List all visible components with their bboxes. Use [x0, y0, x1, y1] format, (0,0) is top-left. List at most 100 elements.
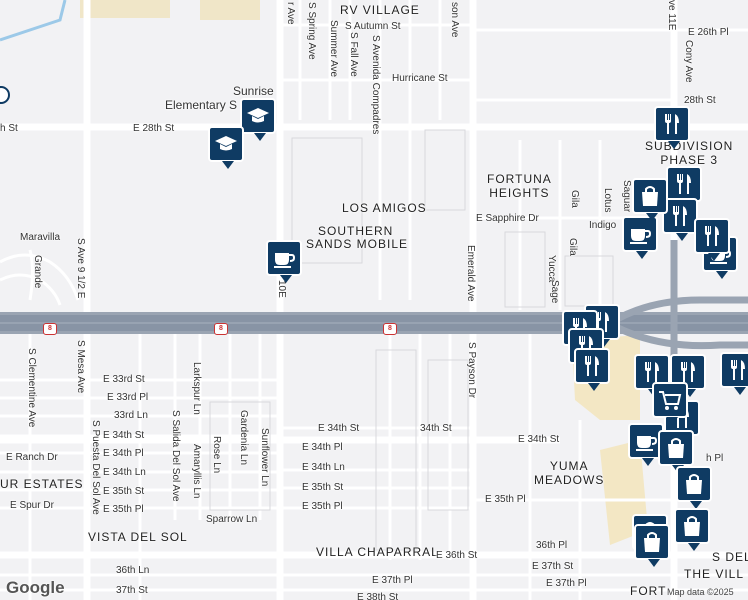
fork-knife-icon [665, 114, 679, 134]
google-logo[interactable]: Google [6, 578, 65, 597]
street-label: Grande [32, 255, 43, 289]
shopping-pin[interactable] [658, 430, 694, 473]
shopping-pin[interactable] [674, 508, 710, 551]
shopping-pin[interactable] [632, 178, 668, 221]
street-label: E 37th Pl [372, 575, 413, 586]
area-label: SANDS MOBILE [306, 237, 409, 251]
restaurant-pin[interactable] [654, 106, 690, 149]
street-label: E 26th Pl [688, 27, 729, 38]
street-label: Amaryllis Ln [191, 444, 202, 499]
fork-knife-icon [681, 362, 695, 382]
street-label: E 34th St [518, 434, 560, 445]
coffee-cup-icon [274, 253, 296, 268]
location-marker[interactable] [0, 86, 10, 104]
area-label: SUBDIVISION PHASE 3 [645, 139, 734, 167]
fork-knife-icon [673, 206, 687, 226]
area-label: VISTA DEL SOL [88, 530, 188, 544]
street-label: E 38th St [357, 592, 399, 600]
interstate-8-shield: 8 [43, 323, 57, 335]
street-label: Emerald Ave [465, 245, 476, 302]
street-label: 36th Pl [536, 540, 568, 551]
poi-label: Elementary S [165, 98, 238, 112]
street-label: E 35th St [302, 482, 344, 493]
restaurant-pin[interactable] [670, 354, 706, 397]
street-label: Sage [549, 280, 560, 304]
street-label: E 37th St [532, 561, 574, 572]
street-label: E Spur Dr [10, 500, 54, 511]
interstate-8-shield: 8 [214, 323, 228, 335]
street-label: Gardenia Ln [238, 410, 249, 466]
street-label: S Payson Dr [466, 342, 477, 399]
street-label: S Autumn St [345, 21, 401, 32]
street-label: Saguar [621, 180, 632, 213]
street-label: S Avenida Compadres [370, 35, 381, 135]
street-label: Larkspur Ln [191, 362, 202, 415]
street-label: ve 11E [666, 0, 677, 31]
street-label: Indigo [589, 220, 617, 231]
street-label: E 34th Ln [302, 462, 345, 473]
street-label: E 34th Pl [103, 448, 144, 459]
street-label: Sunflower Ln [259, 428, 270, 487]
street-label: son Ave [449, 2, 460, 38]
restaurant-pin[interactable] [666, 166, 702, 209]
shopping-pin[interactable] [634, 524, 670, 567]
cafe-pin[interactable] [266, 240, 302, 283]
area-label: RV VILLAGE [340, 3, 420, 17]
shopping-pin[interactable] [676, 466, 712, 509]
shopping-bag-icon [644, 532, 660, 552]
area-label: YUMA MEADOWS [534, 459, 605, 487]
interstate-8-shield: 8 [383, 323, 397, 335]
street-label: E 28th St [133, 123, 175, 134]
map-data-attribution[interactable]: Map data ©2025 [667, 587, 734, 597]
street-label: S Spring Ave [306, 2, 317, 60]
restaurant-pin[interactable] [574, 348, 610, 391]
street-label: Maravilla [20, 232, 61, 243]
poi-label: Sunrise [233, 84, 274, 98]
area-label: THE VILL [684, 567, 745, 581]
fork-knife-icon [585, 356, 599, 376]
shopping-cart-icon [659, 391, 682, 410]
area-label: FORT [630, 584, 667, 598]
street-label: E 37th Pl [546, 578, 587, 589]
street-label: Sparrow Ln [206, 514, 258, 525]
street-label: E 35th Pl [103, 504, 144, 515]
area-label: SOUTHERN [318, 224, 394, 238]
shopping-bag-icon [668, 438, 684, 458]
street-label: Gila [569, 190, 580, 208]
street-label: h St [0, 123, 18, 134]
area-label: FORTUNA HEIGHTS [487, 172, 552, 200]
street-label: E 36th St [436, 550, 478, 561]
area-label: UR ESTATES [0, 477, 84, 491]
restaurant-pin[interactable] [720, 352, 748, 395]
grocery-pin[interactable] [652, 382, 688, 425]
street-label: E 34th St [103, 430, 145, 441]
street-label: S Fall Ave [348, 32, 359, 77]
street-label: E 35th St [103, 486, 145, 497]
coffee-cup-icon [636, 436, 658, 451]
street-label: Gila [567, 238, 578, 256]
street-label: 28th St [684, 95, 716, 106]
coffee-cup-icon [630, 229, 652, 244]
street-label: S Clementine Ave [26, 348, 37, 428]
shopping-bag-icon [684, 516, 700, 536]
graduation-cap-icon [247, 108, 269, 123]
fork-knife-icon [731, 360, 745, 380]
street-label: E 34th Pl [302, 442, 343, 453]
fork-knife-icon [645, 362, 659, 382]
street-label: Summer Ave [328, 20, 339, 78]
street-label: S Salida Del Sol Ave [170, 410, 181, 502]
restaurant-pin[interactable] [662, 198, 698, 241]
shopping-bag-icon [686, 474, 702, 494]
street-label: Lotus [602, 188, 613, 213]
restaurant-pin[interactable] [694, 218, 730, 261]
street-label: Cony Ave [683, 40, 694, 83]
school-pin[interactable] [240, 98, 276, 141]
street-label: h Pl [706, 453, 724, 464]
street-label: r Ave [285, 2, 296, 25]
school-pin[interactable] [208, 126, 244, 169]
cafe-pin[interactable] [622, 216, 658, 259]
area-label: VILLA CHAPARRAL [316, 545, 439, 559]
street-label: E 33rd Pl [107, 392, 149, 403]
